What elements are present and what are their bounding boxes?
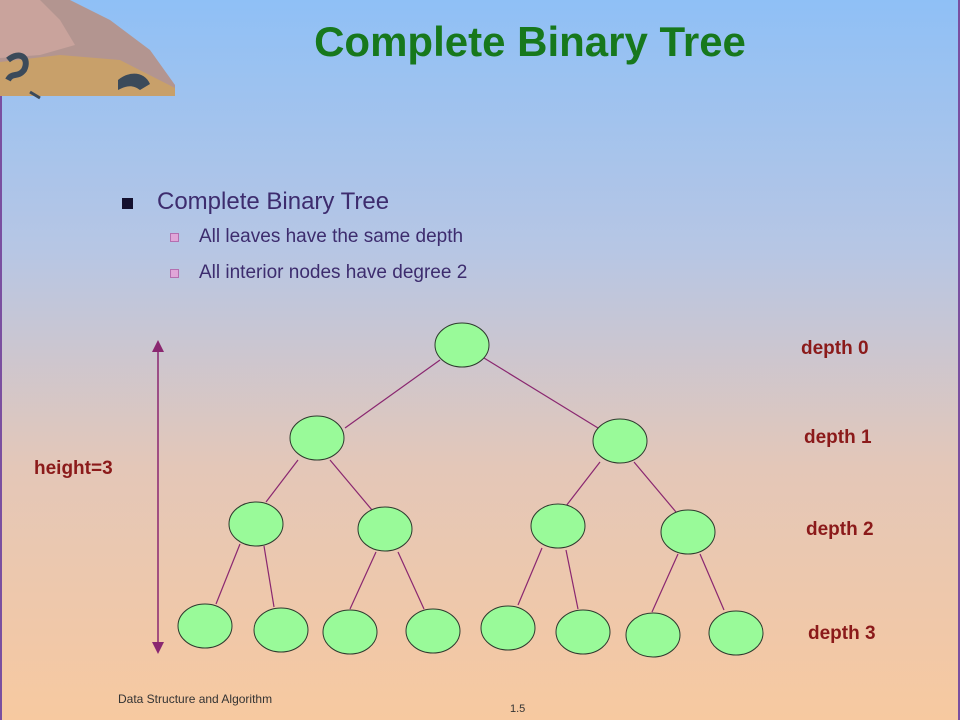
- tree-edge: [397, 551, 425, 610]
- tree-edge: [263, 545, 275, 608]
- tree-node: [434, 322, 490, 368]
- bullet-list: Complete Binary Tree All leaves have the…: [122, 188, 467, 294]
- tree-edge: [329, 459, 373, 511]
- depth-label-3: depth 3: [808, 623, 876, 644]
- tree-node: [625, 612, 681, 658]
- tree-node: [228, 501, 284, 547]
- tree-node: [322, 609, 378, 655]
- tree-edge: [517, 547, 543, 606]
- square-bullet-icon: [122, 198, 133, 209]
- tree-edge: [215, 543, 241, 605]
- tree-node: [660, 509, 716, 555]
- bullet-item: Complete Binary Tree: [122, 188, 467, 222]
- slide-frame-left: [0, 0, 2, 720]
- tree-edge: [699, 553, 725, 611]
- tree-edge: [344, 359, 441, 429]
- depth-label-1: depth 1: [804, 427, 872, 448]
- tree-node: [289, 415, 345, 461]
- small-square-bullet-icon: [170, 269, 179, 278]
- tree-edge: [349, 551, 377, 610]
- footer-course-title: Data Structure and Algorithm: [118, 692, 273, 706]
- sub-bullet-text: All leaves have the same depth: [199, 226, 464, 247]
- sub-bullet-text: All interior nodes have degree 2: [199, 262, 468, 283]
- page-number: 1.5: [510, 703, 526, 715]
- tree-edge: [651, 553, 679, 613]
- tree-node: [708, 610, 764, 656]
- small-square-bullet-icon: [170, 233, 179, 242]
- tree-node: [177, 603, 233, 649]
- tree-edge: [565, 461, 601, 507]
- slide-title: Complete Binary Tree: [314, 18, 746, 65]
- depth-label-0: depth 0: [801, 338, 869, 359]
- tree-node: [592, 418, 648, 464]
- tree-edge: [633, 461, 677, 513]
- tree-edge: [483, 357, 599, 429]
- tree-node: [253, 607, 309, 653]
- tree-edge: [565, 549, 579, 610]
- depth-label-2: depth 2: [806, 519, 874, 540]
- sub-bullet-item: All interior nodes have degree 2: [122, 262, 467, 294]
- sub-bullet-item: All leaves have the same depth: [122, 226, 467, 258]
- bullet-text: Complete Binary Tree: [157, 188, 390, 215]
- height-label: height=3: [34, 458, 113, 479]
- dinosaur-logo-image: [0, 0, 175, 100]
- slide-frame-right: [958, 0, 960, 720]
- tree-node: [530, 503, 586, 549]
- tree-edge: [265, 459, 299, 503]
- tree-node: [405, 608, 461, 654]
- tree-node: [357, 506, 413, 552]
- tree-node: [555, 609, 611, 655]
- tree-node: [480, 605, 536, 651]
